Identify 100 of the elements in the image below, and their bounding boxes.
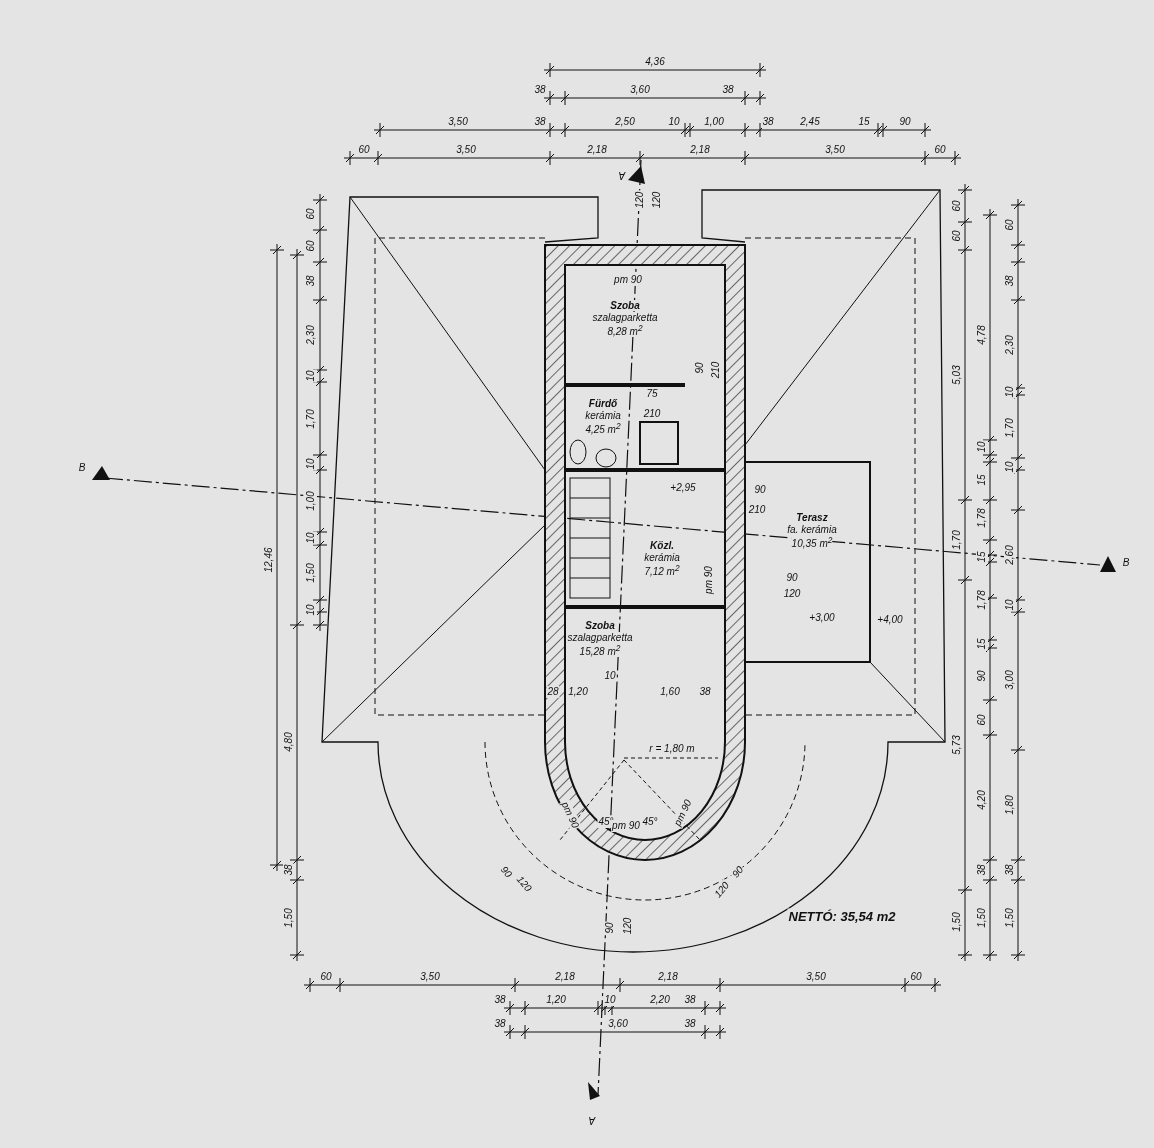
dimension-label: 2,50 [614, 116, 636, 128]
dimension-label: 1,70 [1004, 417, 1016, 439]
dimension-label: 12,46 [263, 546, 275, 574]
opening-label: pm 90 [703, 565, 715, 595]
dimension-label: 2,20 [649, 994, 671, 1006]
section-letter: B [77, 462, 87, 474]
room-name: Közl. [650, 540, 674, 551]
dimension-label: 38 [283, 863, 295, 877]
floor-finish: kerámia [644, 552, 680, 563]
dimension-label: 38 [493, 1018, 507, 1030]
dimension-label: 3,60 [607, 1018, 629, 1030]
dimension-label: 1,20 [567, 686, 589, 698]
dimension-label: 75 [645, 388, 659, 400]
dimension-label: 60 [976, 713, 988, 727]
dimension-label: 38 [698, 686, 712, 698]
dimension-label: 210 [710, 360, 722, 380]
dimension-label: 10 [305, 457, 317, 471]
dimension-label: 1,00 [305, 490, 317, 512]
dimension-label: 3,50 [419, 971, 441, 983]
room-name: Fürdő [588, 398, 618, 409]
dimension-label: 3,50 [447, 116, 469, 128]
dimension-label: 4,20 [976, 789, 988, 811]
room-area: 4,25 m$^{2}$ [585, 422, 621, 436]
dimension-label: 38 [976, 863, 988, 877]
dimension-label: 10 [603, 670, 617, 682]
dimension-label: 10 [1004, 460, 1016, 474]
dimension-label: 3,60 [629, 84, 651, 96]
room-area: 7,12 m$^{2}$ [644, 564, 680, 578]
opening-label: pm 90 [613, 274, 643, 286]
dimension-label: 120 [782, 588, 802, 600]
level-mark: +3,00 [808, 612, 836, 624]
dimension-label: 1,78 [976, 589, 988, 611]
dimension-label: 5,03 [951, 364, 963, 386]
dimension-label: 2,18 [689, 144, 711, 156]
dimension-label: 210 [747, 504, 767, 516]
radius-label: r = 1,80 m [649, 744, 695, 754]
floor-finish: szalagparketta [567, 632, 633, 643]
dimension-label: 5,73 [951, 734, 963, 756]
level-mark: +4,00 [876, 614, 904, 626]
opening-label: pm 90 [611, 820, 641, 832]
room-name: Terasz [796, 512, 828, 523]
dimension-label: 2,18 [586, 144, 608, 156]
section-letter: B [1121, 557, 1131, 569]
dimension-label: 38 [305, 274, 317, 288]
dimension-label: 4,36 [644, 56, 666, 68]
dimension-label: 38 [533, 84, 547, 96]
dimension-label: 60 [305, 207, 317, 221]
level-mark: +2,95 [669, 482, 697, 494]
dimension-label: 60 [909, 971, 923, 983]
dimension-label: 10 [1004, 598, 1016, 612]
dimension-label: 1,50 [951, 911, 963, 933]
dimension-label: 10 [305, 369, 317, 383]
dimension-label: 60 [951, 229, 963, 243]
section-letter: A [617, 169, 627, 181]
dimension-label: 38 [493, 994, 507, 1006]
dimension-label: 38 [721, 84, 735, 96]
dimension-label: 4,78 [976, 324, 988, 346]
dimension-label: 4,80 [283, 731, 295, 753]
room-name: Szoba [585, 620, 615, 631]
dimension-label: 120 [622, 916, 634, 936]
dimension-label: 10 [603, 994, 617, 1006]
dimension-label: 38 [683, 1018, 697, 1030]
floor-finish: szalagparketta [592, 312, 658, 323]
dimension-label: 90 [898, 116, 912, 128]
dimension-label: 10 [1004, 385, 1016, 399]
dimension-label: 3,50 [805, 971, 827, 983]
dimension-label: 1,70 [951, 529, 963, 551]
room-area: 15,28 m$^{2}$ [579, 644, 621, 658]
dimension-label: 2,18 [554, 971, 576, 983]
dimension-label: 38 [1004, 274, 1016, 288]
net-area-note: NETTÓ: 35,54 m2 [787, 908, 897, 924]
dimension-label: 90 [694, 361, 706, 375]
dimension-label: 1,60 [659, 686, 681, 698]
dimension-label: 10 [667, 116, 681, 128]
dimension-label: 60 [319, 971, 333, 983]
dimension-label: 90 [604, 921, 616, 935]
dimension-label: 210 [642, 408, 662, 420]
dimension-label: 38 [761, 116, 775, 128]
floor-finish: fa. kerámia [787, 524, 837, 535]
dimension-label: 2,30 [1004, 334, 1016, 356]
dimension-label: 2,30 [305, 324, 317, 346]
dimension-label: 1,20 [545, 994, 567, 1006]
dimension-label: 60 [305, 239, 317, 253]
dimension-label: 38 [1004, 863, 1016, 877]
dimension-label: 1,50 [283, 907, 295, 929]
dimension-label: 15 [976, 550, 988, 564]
dimension-label: 1,50 [1004, 907, 1016, 929]
dimension-label: 15 [976, 473, 988, 487]
dimension-label: 15 [976, 637, 988, 651]
room-name: Szoba [610, 300, 640, 311]
angle-label: 45° [641, 816, 659, 828]
dimension-label: 120 [651, 190, 663, 210]
dimension-label: 2,18 [657, 971, 679, 983]
dimension-label: 38 [683, 994, 697, 1006]
floor-finish: kerámia [585, 410, 621, 421]
dimension-label: 1,80 [1004, 794, 1016, 816]
dimension-label: 3,50 [455, 144, 477, 156]
dimension-label: 60 [933, 144, 947, 156]
dimension-label: 60 [1004, 218, 1016, 232]
room-area: 10,35 m$^{2}$ [791, 536, 833, 550]
